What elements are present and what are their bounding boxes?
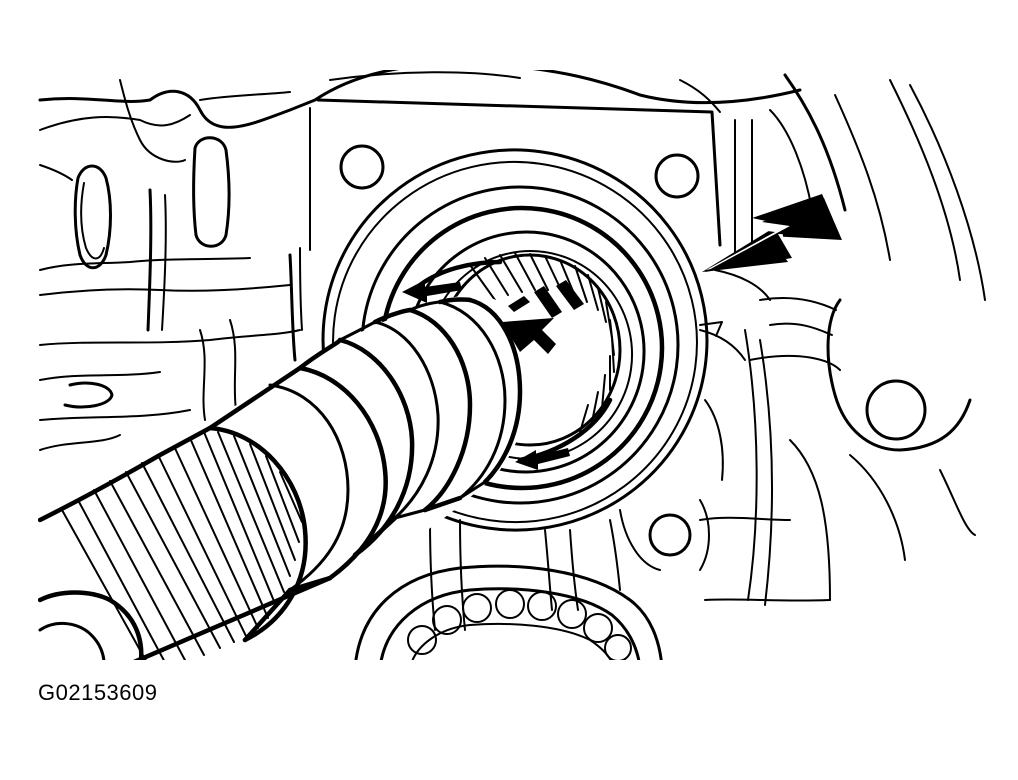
transmission-case-outline	[38, 70, 986, 631]
figure-id-label: G02153609	[38, 680, 158, 705]
arrow-seal-location	[702, 194, 842, 272]
arrow-seal-lip	[502, 280, 584, 354]
oil-seal-rings	[321, 148, 723, 532]
arrow-spline-bottom	[515, 448, 570, 470]
arrow-spline-top	[402, 280, 462, 303]
output-shaft	[38, 295, 529, 660]
roller-bearing	[354, 564, 663, 660]
transmission-shaft-seal-illustration	[38, 70, 986, 660]
